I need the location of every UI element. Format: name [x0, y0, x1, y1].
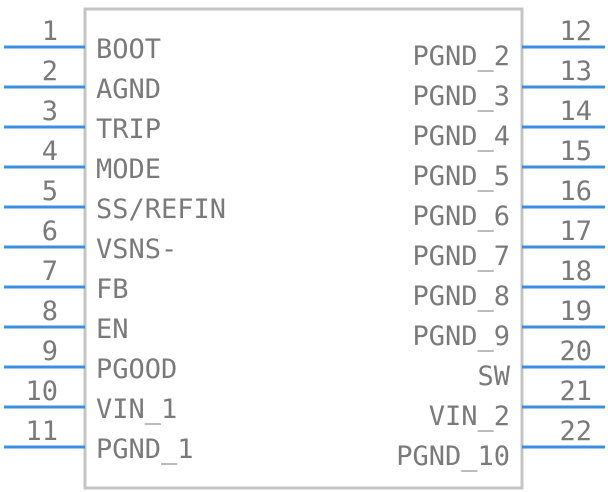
pin-number-11: 11 [25, 416, 58, 447]
pin-number-13: 13 [559, 56, 592, 87]
pin-label-13: PGND_3 [412, 81, 510, 112]
pin-label-5: SS/REFIN [96, 194, 226, 225]
pin-label-21: VIN_2 [429, 401, 510, 432]
pin-number-3: 3 [42, 96, 58, 127]
pin-label-6: VSNS- [96, 234, 177, 265]
pin-number-19: 19 [559, 296, 592, 327]
pin-label-19: PGND_9 [412, 321, 510, 352]
pin-number-16: 16 [559, 176, 592, 207]
pin-label-8: EN [96, 314, 129, 345]
pin-number-9: 9 [42, 336, 58, 367]
pin-number-7: 7 [42, 256, 58, 287]
pin-label-2: AGND [96, 74, 161, 105]
pin-number-15: 15 [559, 136, 592, 167]
pin-number-21: 21 [559, 376, 592, 407]
pin-number-4: 4 [42, 136, 58, 167]
pin-number-8: 8 [42, 296, 58, 327]
pin-number-18: 18 [559, 256, 592, 287]
pin-label-17: PGND_7 [412, 241, 510, 272]
pin-label-14: PGND_4 [412, 121, 510, 152]
pin-label-7: FB [96, 274, 129, 305]
pin-number-6: 6 [42, 216, 58, 247]
pin-label-12: PGND_2 [412, 41, 510, 72]
pin-number-14: 14 [559, 96, 592, 127]
pin-label-1: BOOT [96, 34, 161, 65]
pin-label-22: PGND_10 [396, 441, 510, 472]
pin-number-5: 5 [42, 176, 58, 207]
pin-number-10: 10 [25, 376, 58, 407]
pin-number-17: 17 [559, 216, 592, 247]
pin-label-16: PGND_6 [412, 201, 510, 232]
pin-label-10: VIN_1 [96, 394, 177, 425]
pin-label-4: MODE [96, 154, 161, 185]
pin-number-20: 20 [559, 336, 592, 367]
pin-label-9: PGOOD [96, 354, 177, 385]
pin-number-2: 2 [42, 56, 58, 87]
pin-number-12: 12 [559, 16, 592, 47]
pin-number-1: 1 [42, 16, 58, 47]
pin-label-11: PGND_1 [96, 434, 194, 465]
ic-body-outline [83, 7, 524, 490]
pin-label-3: TRIP [96, 114, 161, 145]
pin-label-20: SW [477, 361, 510, 392]
pin-label-18: PGND_8 [412, 281, 510, 312]
pin-number-22: 22 [559, 416, 592, 447]
pin-label-15: PGND_5 [412, 161, 510, 192]
